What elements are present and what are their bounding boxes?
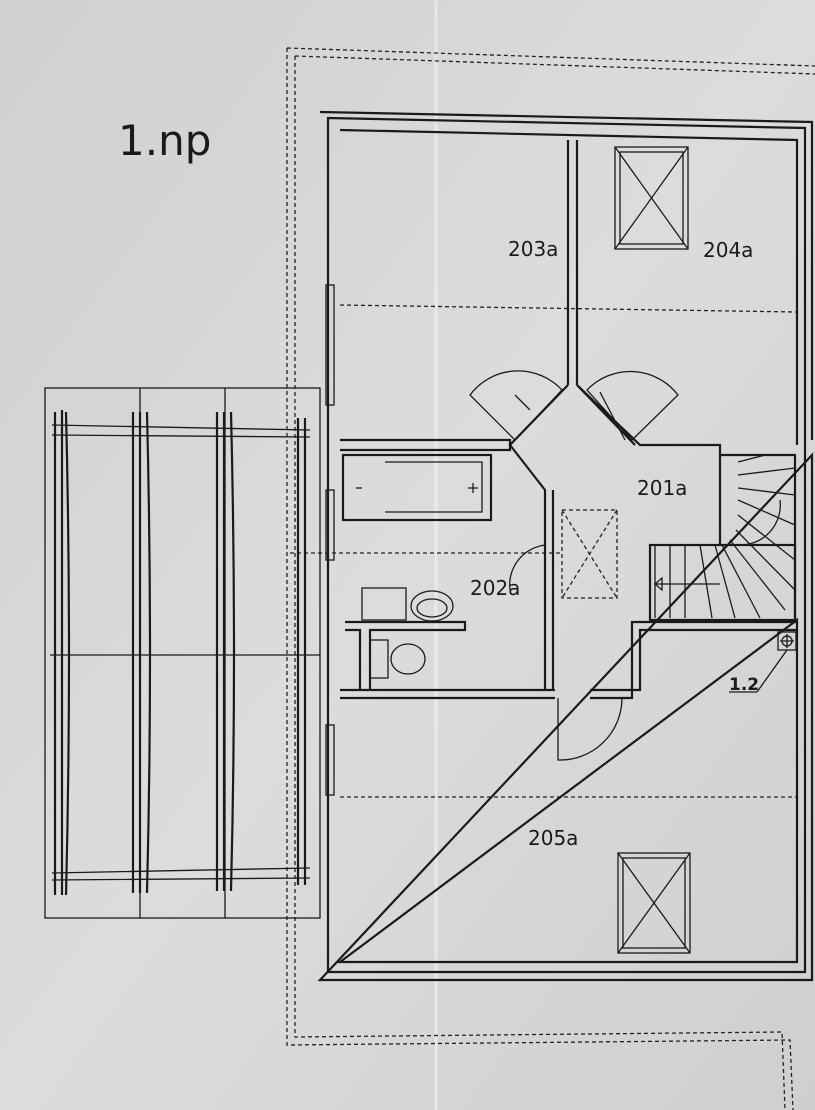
roof-outline <box>286 47 815 1110</box>
floor-label: 1.np <box>118 116 211 165</box>
room-label-204a: 204a <box>703 238 753 262</box>
room-label-205a: 205a <box>528 826 578 850</box>
heating-outlet-symbol <box>729 631 797 693</box>
balcony <box>44 387 321 919</box>
room-label-201a: 201a <box>637 476 687 500</box>
annotation-label: 1.2 <box>729 675 759 695</box>
room-label-202a: 202a <box>470 576 520 600</box>
door-swings <box>469 370 679 761</box>
bathtub <box>341 453 493 522</box>
skylight <box>614 146 689 250</box>
exterior-walls <box>317 110 814 982</box>
sink <box>361 587 454 622</box>
room-label-203a: 203a <box>508 237 558 261</box>
skylight <box>617 852 691 954</box>
roof-line <box>339 304 798 313</box>
skylight <box>561 509 618 599</box>
toilet <box>369 639 426 679</box>
staircase <box>648 453 797 622</box>
interior-walls <box>340 140 797 700</box>
